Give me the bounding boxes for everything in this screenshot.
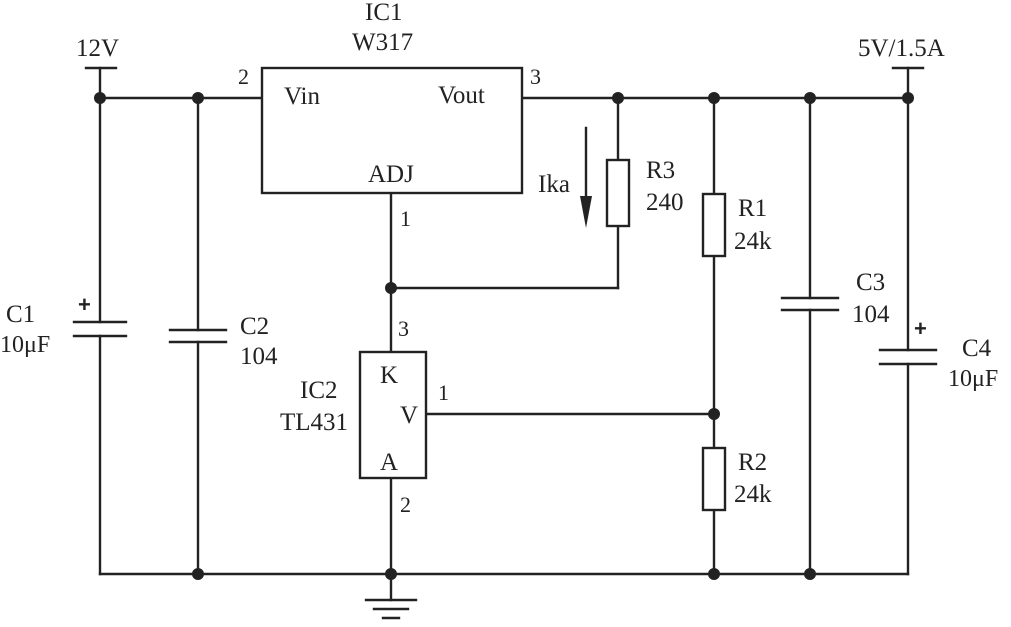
c3-value: 104 — [852, 301, 890, 328]
c1-ref: C1 — [6, 301, 35, 328]
r2-ref: R2 — [738, 449, 767, 476]
junction-dot — [708, 568, 720, 580]
c2-value: 104 — [240, 343, 278, 370]
ic2-part: TL431 — [280, 409, 348, 436]
resistor-r2 — [701, 446, 727, 512]
ic1-pin-number-vin: 2 — [238, 64, 249, 89]
junction-dot — [804, 92, 816, 104]
ic2-pin-number-v: 1 — [438, 380, 449, 405]
junction-dot — [94, 92, 106, 104]
junction-dot — [804, 568, 816, 580]
capacitor-c2 — [168, 328, 228, 344]
ic2-pin-k: K — [380, 362, 398, 389]
c1-value: 10μF — [0, 332, 50, 358]
junction-dot — [385, 568, 397, 580]
ic1-pin-vin: Vin — [284, 83, 320, 110]
junction-dot — [192, 568, 204, 580]
wires — [84, 66, 925, 602]
r2-value: 24k — [734, 481, 772, 508]
ic2-pin-number-k: 3 — [398, 316, 409, 341]
r3-ref: R3 — [646, 157, 675, 184]
ic2-pin-v: V — [400, 402, 418, 429]
ic1-regulator — [260, 66, 524, 195]
resistor-r1 — [701, 192, 727, 258]
junctions — [94, 92, 914, 580]
junction-dot — [902, 92, 914, 104]
capacitor-c1 — [72, 320, 128, 338]
ic1-part: W317 — [352, 29, 413, 56]
r1-ref: R1 — [738, 195, 767, 222]
ic1-pin-number-vout: 3 — [530, 64, 541, 89]
junction-dot — [612, 92, 624, 104]
resistor-r3 — [605, 158, 631, 228]
ic1-pin-vout: Vout — [438, 82, 485, 109]
c3-ref: C3 — [856, 269, 885, 296]
c4-polarity: + — [914, 316, 927, 341]
ic2-ref: IC2 — [300, 377, 338, 404]
c4-ref: C4 — [962, 335, 992, 362]
label-input-voltage: 12V — [76, 35, 119, 62]
junction-dot — [708, 408, 720, 420]
label-output-voltage: 5V/1.5A — [858, 35, 945, 62]
ground-symbol — [364, 598, 418, 620]
c1-polarity: + — [78, 292, 91, 317]
c4-value: 10μF — [948, 366, 998, 392]
ic1-pin-adj: ADJ — [368, 161, 414, 188]
ic1-body — [260, 66, 524, 195]
r1-value: 24k — [734, 228, 772, 255]
ic2-pin-a: A — [380, 449, 398, 476]
ic2-shunt-regulator — [358, 350, 428, 480]
capacitor-c3 — [780, 296, 840, 312]
current-arrow-icon — [580, 126, 592, 228]
junction-dot — [708, 92, 720, 104]
ic2-body — [358, 350, 428, 480]
ic1-ref: IC1 — [365, 0, 403, 26]
capacitor-c4 — [878, 348, 938, 366]
junction-dot — [192, 92, 204, 104]
junction-dot — [385, 282, 397, 294]
current-label: Ika — [538, 171, 570, 198]
c2-ref: C2 — [240, 313, 269, 340]
ic2-pin-number-a: 2 — [400, 492, 411, 517]
r3-value: 240 — [646, 189, 684, 216]
ic1-pin-number-adj: 1 — [400, 206, 411, 231]
